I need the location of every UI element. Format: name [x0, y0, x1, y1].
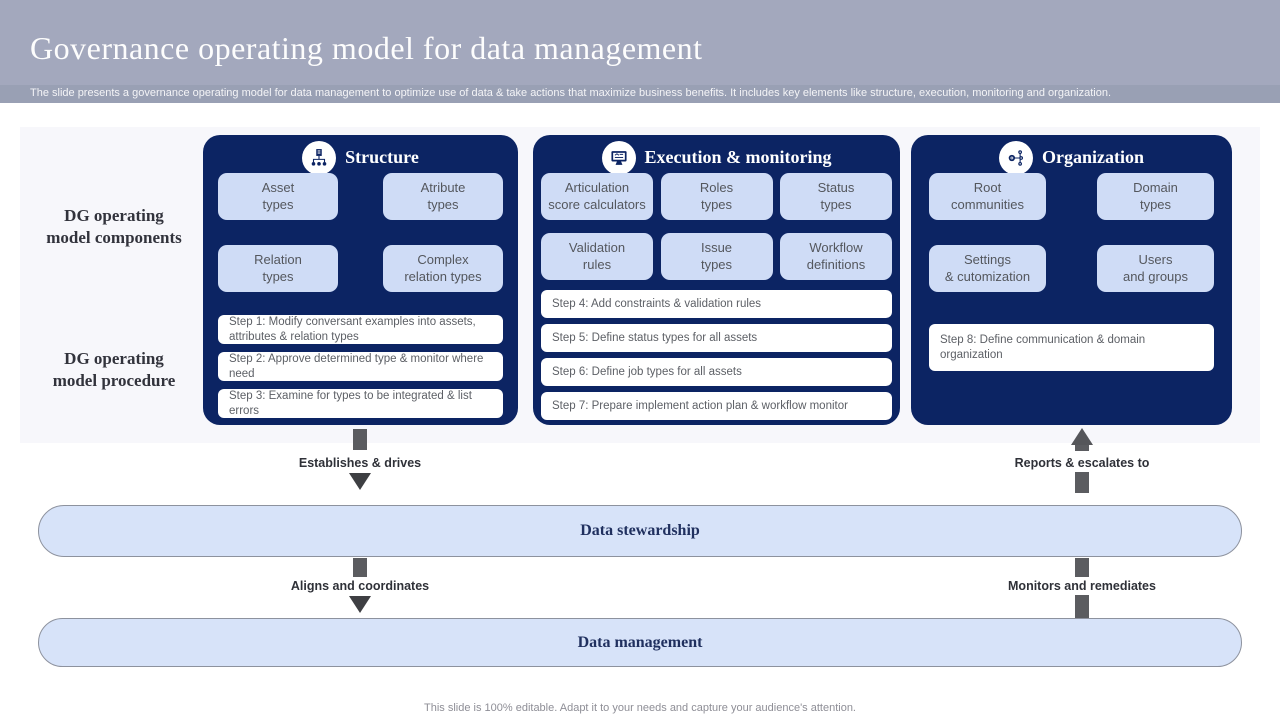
type-box-domain-types: Domain types: [1097, 173, 1214, 220]
panel-execution-title: Execution & monitoring: [644, 147, 832, 167]
connector-monitors-stem-top: [1075, 558, 1089, 577]
org-chart-icon: [302, 140, 337, 175]
execution-box-row-2: Validation rules Issue types Workflow de…: [541, 233, 892, 280]
label-monitors-remediates: Monitors and remediates: [1008, 579, 1156, 593]
type-box-complex-relation-types: Complex relation types: [383, 245, 503, 292]
type-box-relation-types: Relation types: [218, 245, 338, 292]
connector-monitors-stem-bottom: [1075, 595, 1089, 618]
type-box-settings-cutomization: Settings & cutomization: [929, 245, 1046, 292]
panel-structure: Structure Asset types Atribute types Rel…: [203, 135, 518, 425]
step-3: Step 3: Examine for types to be integrat…: [218, 389, 503, 418]
type-box-workflow-definitions: Workflow definitions: [780, 233, 892, 280]
label-reports-escalates: Reports & escalates to: [1014, 456, 1150, 470]
structure-box-row-1: Asset types Atribute types: [218, 173, 503, 220]
panel-organization: Organization Root communities Domain typ…: [911, 135, 1232, 425]
step-4: Step 4: Add constraints & validation rul…: [541, 290, 892, 318]
arrow-down-establishes: [349, 473, 371, 490]
type-box-asset-types: Asset types: [218, 173, 338, 220]
step-1: Step 1: Modify conversant examples into …: [218, 315, 503, 344]
type-box-issue-types: Issue types: [660, 233, 773, 280]
header-band: Governance operating model for data mana…: [0, 0, 1280, 85]
type-box-users-and-groups: Users and groups: [1097, 245, 1214, 292]
panel-execution-header: Execution & monitoring: [533, 135, 900, 175]
panel-organization-title: Organization: [1042, 147, 1144, 167]
label-aligns-coordinates: Aligns and coordinates: [290, 579, 430, 593]
connector-reports-head-stem: [1075, 445, 1089, 451]
connector-reports-stem: [1075, 472, 1089, 493]
slide-subtitle: The slide presents a governance operatin…: [30, 87, 1112, 99]
type-box-status-types: Status types: [780, 173, 892, 220]
panel-execution-monitoring: Execution & monitoring Articulation scor…: [533, 135, 900, 425]
label-dg-model-procedure: DG operating model procedure: [52, 349, 176, 391]
step-5: Step 5: Define status types for all asse…: [541, 324, 892, 352]
panel-structure-title: Structure: [345, 147, 419, 167]
organization-box-row-1: Root communities Domain types: [929, 173, 1214, 220]
organization-box-row-2: Settings & cutomization Users and groups: [929, 245, 1214, 292]
step-2: Step 2: Approve determined type & monito…: [218, 352, 503, 381]
arrow-down-aligns: [349, 596, 371, 613]
page-title: Governance operating model for data mana…: [30, 30, 703, 66]
panel-organization-header: Organization: [911, 135, 1232, 175]
footer-note: This slide is 100% editable. Adapt it to…: [424, 702, 856, 714]
step-7: Step 7: Prepare implement action plan & …: [541, 392, 892, 420]
bar-data-management: Data management: [38, 618, 1242, 667]
execution-steps: Step 4: Add constraints & validation rul…: [541, 290, 892, 420]
network-icon: [999, 140, 1033, 175]
type-box-validation-rules: Validation rules: [541, 233, 653, 280]
step-8: Step 8: Define communication & domain or…: [929, 324, 1214, 371]
panel-structure-header: Structure: [203, 135, 518, 175]
type-box-atribute-types: Atribute types: [383, 173, 503, 220]
connector-aligns-stem: [353, 558, 367, 577]
type-box-roles-types: Roles types: [660, 173, 773, 220]
type-box-articulation-score-calculators: Articulation score calculators: [541, 173, 653, 220]
label-dg-model-components: DG operating model components: [46, 206, 182, 248]
subtitle-band: The slide presents a governance operatin…: [0, 85, 1280, 103]
monitor-icon: [601, 140, 636, 175]
structure-steps: Step 1: Modify conversant examples into …: [218, 315, 503, 418]
label-establishes-drives: Establishes & drives: [298, 456, 422, 470]
type-box-root-communities: Root communities: [929, 173, 1046, 220]
execution-box-row-1: Articulation score calculators Roles typ…: [541, 173, 892, 220]
structure-box-row-2: Relation types Complex relation types: [218, 245, 503, 292]
connector-establishes-stem: [353, 429, 367, 450]
step-6: Step 6: Define job types for all assets: [541, 358, 892, 386]
bar-data-stewardship: Data stewardship: [38, 505, 1242, 557]
arrow-up-reports: [1071, 428, 1093, 445]
